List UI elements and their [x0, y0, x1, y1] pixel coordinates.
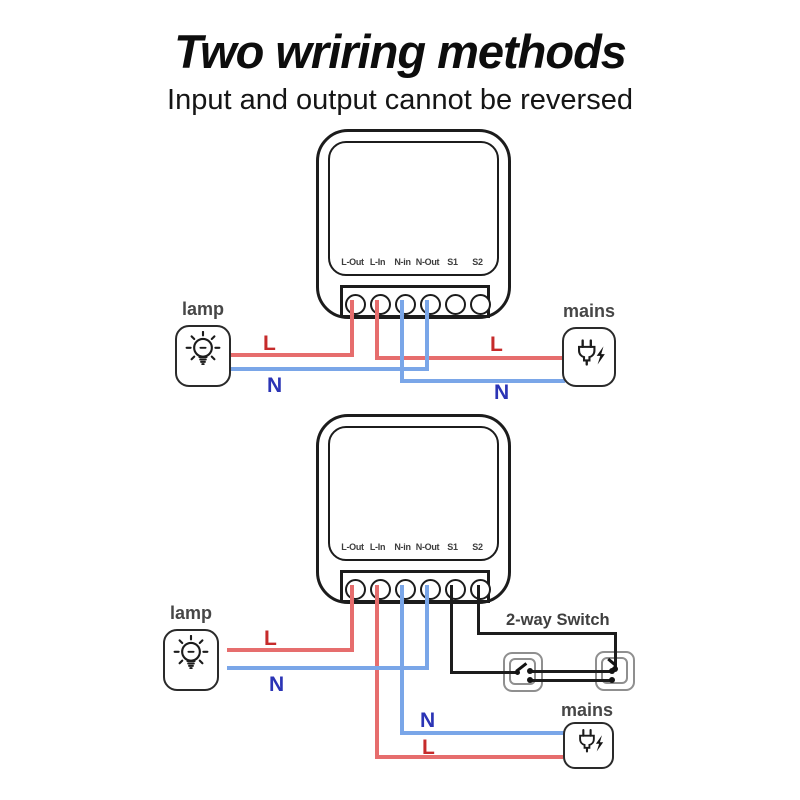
terminal-label: S1	[447, 257, 458, 267]
mains-caption: mains	[560, 700, 614, 720]
wire-live-to-lamp	[227, 648, 354, 652]
wire-live-in-vertical	[375, 585, 379, 759]
switch-pivot-dot	[612, 666, 618, 672]
wire-s2-drop	[476, 585, 480, 635]
terminal-circle	[370, 294, 391, 315]
neutral-label: N	[420, 709, 436, 732]
wire-traveler-2	[530, 679, 613, 682]
live-label: L	[490, 333, 503, 356]
wire-s2-horizontal	[476, 632, 617, 635]
terminal-label: N-in	[394, 257, 411, 267]
lamp-box	[175, 325, 231, 387]
terminal-circle	[445, 579, 466, 600]
terminal-circle	[420, 579, 441, 600]
mains-box	[562, 327, 616, 387]
live-label: L	[264, 627, 277, 650]
terminal-circle	[445, 294, 466, 315]
live-label: L	[263, 332, 276, 355]
page-subtitle: Input and output cannot be reversed	[167, 84, 633, 116]
plug-lightning-icon	[570, 336, 608, 379]
wire-neutral-to-lamp	[227, 666, 429, 670]
terminal-circle	[395, 579, 416, 600]
switch-terminal-dot	[527, 668, 533, 674]
terminal-label: N-in	[394, 542, 411, 552]
terminal-circle	[470, 294, 491, 315]
terminal-label: S2	[472, 257, 483, 267]
terminal-label: S1	[447, 542, 458, 552]
wire-neutral-to-mains	[400, 379, 565, 383]
terminal-circle	[395, 294, 416, 315]
device-face	[328, 141, 499, 276]
wire-s1-drop	[449, 585, 453, 674]
terminal-label: L-In	[369, 542, 386, 552]
terminal-label: N-Out	[415, 542, 440, 552]
bulb-icon	[181, 330, 225, 382]
smart-switch-device: L-Out L-In N-in N-Out S1 S2	[316, 129, 511, 319]
terminal-labels: L-Out L-In N-in N-Out S1 S2	[340, 257, 490, 267]
wire-neutral-out-drop	[425, 300, 429, 371]
wire-neutral-to-lamp	[231, 367, 429, 371]
smart-switch-device: L-Out L-In N-in N-Out S1 S2	[316, 414, 511, 604]
live-label: L	[422, 736, 435, 759]
terminal-label: L-Out	[341, 542, 364, 552]
bulb-icon	[169, 634, 213, 686]
neutral-label: N	[267, 374, 283, 397]
wire-neutral-to-mains	[400, 731, 564, 735]
neutral-label: N	[269, 673, 285, 696]
terminal-label: L-In	[369, 257, 386, 267]
terminal-circle	[345, 294, 366, 315]
mains-box	[563, 722, 614, 769]
mains-caption: mains	[562, 301, 616, 321]
wire-live-to-lamp	[231, 353, 354, 357]
terminal-circle	[345, 579, 366, 600]
switch-terminal-dot	[527, 677, 533, 683]
terminal-circle	[470, 579, 491, 600]
lamp-caption: lamp	[181, 299, 224, 319]
device-face	[328, 426, 499, 561]
wire-live-out-drop	[350, 585, 354, 652]
terminal-circle	[420, 294, 441, 315]
two-way-switch-caption: 2-way Switch	[506, 611, 610, 629]
terminal-labels: L-Out L-In N-in N-Out S1 S2	[340, 542, 490, 552]
wire-neutral-in-drop	[400, 300, 404, 383]
lamp-box	[163, 629, 219, 691]
plug-lightning-icon	[572, 726, 606, 765]
wire-neutral-out-drop	[425, 585, 429, 670]
terminal-circle	[370, 579, 391, 600]
wire-traveler-1	[530, 670, 613, 673]
lamp-caption: lamp	[169, 603, 212, 623]
page-title: Two wriring methods	[174, 25, 627, 78]
terminal-label: S2	[472, 542, 483, 552]
terminal-label: N-Out	[415, 257, 440, 267]
wire-live-to-mains	[375, 356, 565, 360]
neutral-label: N	[494, 381, 510, 404]
wire-live-in-drop	[375, 300, 379, 360]
wire-live-to-mains	[375, 755, 563, 759]
wire-s1-to-switch	[449, 671, 518, 674]
terminal-label: L-Out	[341, 257, 364, 267]
switch-terminal-dot	[609, 677, 615, 683]
wire-neutral-in-vertical	[400, 585, 404, 735]
wire-s2-to-switch	[613, 632, 617, 669]
wire-live-out-drop	[350, 300, 354, 357]
